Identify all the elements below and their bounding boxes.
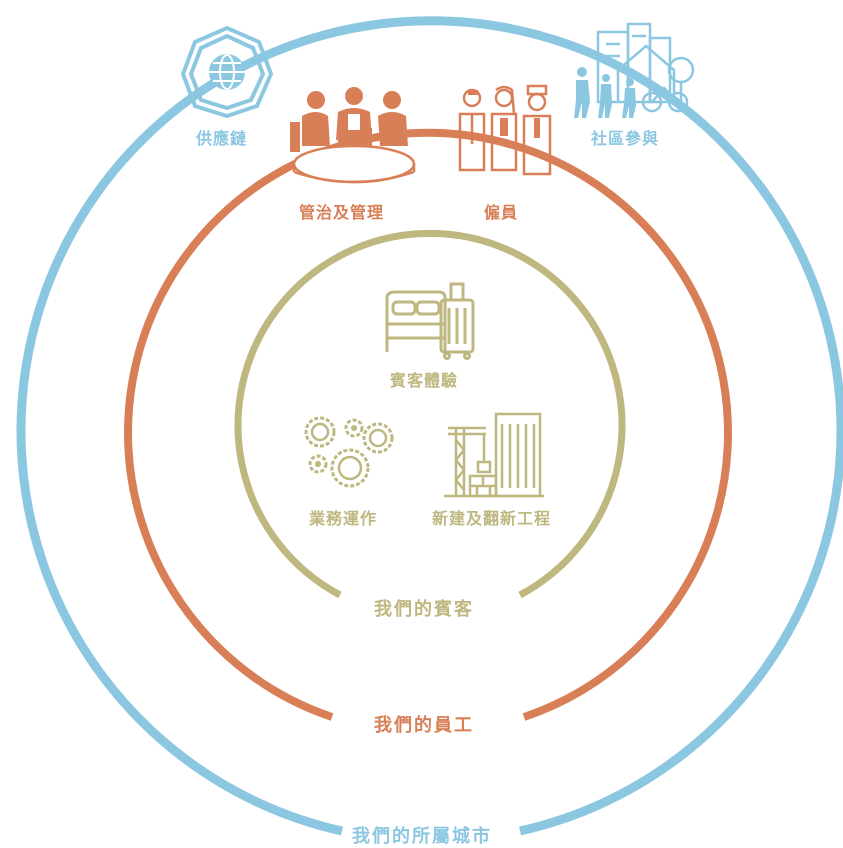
inner-ring <box>234 229 626 599</box>
middle-ring-label: 我們的員工 <box>374 715 474 736</box>
outer-ring-label: 我們的所屬城市 <box>352 826 492 847</box>
meeting-table-icon <box>290 87 416 184</box>
guest-experience-label: 賓客體驗 <box>390 371 459 390</box>
construction-label: 新建及翻新工程 <box>432 509 552 528</box>
outer-ring <box>16 16 843 836</box>
employees-icon <box>458 84 552 176</box>
community-label: 社區參與 <box>591 129 660 148</box>
gears-icon <box>304 416 394 488</box>
operations-label: 業務運作 <box>309 509 378 528</box>
supply-chain-label: 供應鏈 <box>196 129 248 148</box>
governance-label: 管治及管理 <box>299 203 385 222</box>
middle-ring <box>124 128 732 721</box>
globe-chain-icon <box>180 25 274 119</box>
employees-label: 僱員 <box>484 203 519 222</box>
crane-building-icon <box>444 412 544 498</box>
bed-luggage-icon <box>385 282 475 360</box>
inner-ring-label: 我們的賓客 <box>374 599 474 620</box>
community-icon <box>574 22 695 118</box>
